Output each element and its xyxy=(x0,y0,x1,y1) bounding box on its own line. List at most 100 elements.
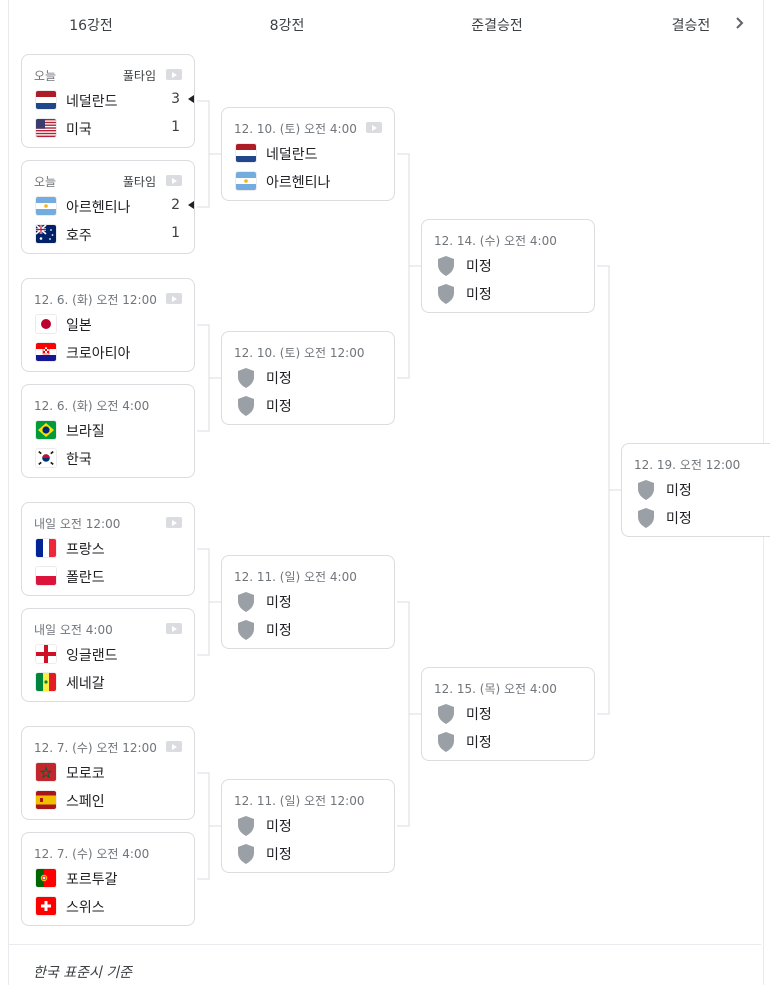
team-name: 미국 xyxy=(66,122,92,138)
shield-icon xyxy=(236,619,256,641)
team-name: 네덜란드 xyxy=(266,147,318,163)
team-row: 모로코 xyxy=(34,761,182,783)
video-icon[interactable] xyxy=(166,175,182,186)
match-header: 12. 19. 오전 12:00 xyxy=(634,456,770,472)
match-header: 12. 11. (일) 오전 12:00 xyxy=(234,792,382,808)
flag-au-icon xyxy=(36,225,56,243)
team-row: 미정 xyxy=(234,814,382,836)
team-name: 크로아티아 xyxy=(66,346,131,362)
team-row: 미정 xyxy=(434,254,582,276)
team-name: 미정 xyxy=(666,511,692,527)
team-name: 미정 xyxy=(266,623,292,639)
flag-fr-icon xyxy=(36,539,56,557)
video-icon[interactable] xyxy=(166,69,182,80)
match-time: 12. 6. (화) 오전 12:00 xyxy=(34,293,157,307)
match-status: 풀타임 xyxy=(122,175,156,189)
team-name: 미정 xyxy=(466,287,492,303)
footer-divider xyxy=(9,944,761,945)
shield-icon xyxy=(236,367,256,389)
match-time: 오늘 xyxy=(34,69,57,83)
team-name: 미정 xyxy=(266,595,292,611)
timezone-footnote: 한국 표준시 기준 xyxy=(33,965,133,981)
team-row: 미정 xyxy=(234,366,382,388)
team-row: 스페인 xyxy=(34,789,182,811)
match-time: 12. 15. (목) 오전 4:00 xyxy=(434,682,557,696)
team-row: 아르헨티나 xyxy=(234,170,382,192)
team-name: 스페인 xyxy=(66,794,105,810)
team-name: 미정 xyxy=(266,371,292,387)
shield-icon xyxy=(236,591,256,613)
flag-pt-icon xyxy=(36,869,56,887)
match-time: 12. 7. (수) 오전 4:00 xyxy=(34,847,150,861)
match-header: 12. 14. (수) 오전 4:00 xyxy=(434,232,582,248)
round-header-qf: 8강전 xyxy=(269,18,305,34)
winner-arrow-icon xyxy=(188,95,194,103)
next-rounds-button[interactable] xyxy=(726,10,752,36)
team-score: 1 xyxy=(171,225,180,241)
team-name: 스위스 xyxy=(66,900,105,916)
team-name: 아르헨티나 xyxy=(66,200,131,216)
video-icon[interactable] xyxy=(366,122,382,133)
team-row: 프랑스 xyxy=(34,537,182,559)
match-header: 12. 7. (수) 오전 12:00 xyxy=(34,739,182,755)
match-header: 12. 10. (토) 오전 4:00 xyxy=(234,120,382,136)
team-name: 일본 xyxy=(66,318,92,334)
match-time: 12. 19. 오전 12:00 xyxy=(634,458,741,472)
video-icon[interactable] xyxy=(166,741,182,752)
team-row: 미정 xyxy=(434,282,582,304)
shield-icon xyxy=(236,395,256,417)
team-name: 프랑스 xyxy=(66,542,105,558)
flag-br-icon xyxy=(36,421,56,439)
shield-icon xyxy=(236,815,256,837)
video-icon[interactable] xyxy=(166,623,182,634)
team-row: 미정 xyxy=(434,702,582,724)
match-header: 12. 6. (화) 오전 4:00 xyxy=(34,397,182,413)
video-icon[interactable] xyxy=(166,293,182,304)
match-status: 풀타임 xyxy=(122,69,156,83)
flag-nl-icon xyxy=(36,91,56,109)
team-name: 미정 xyxy=(666,483,692,499)
team-name: 미정 xyxy=(466,707,492,723)
match-time: 12. 11. (일) 오전 4:00 xyxy=(234,570,357,584)
match-time: 내일 오전 4:00 xyxy=(34,623,113,637)
match-time: 12. 10. (토) 오전 4:00 xyxy=(234,122,357,136)
video-icon[interactable] xyxy=(166,517,182,528)
match-header: 오늘 풀타임 xyxy=(34,173,182,189)
team-row: 일본 xyxy=(34,313,182,335)
shield-icon xyxy=(436,255,456,277)
match-header: 12. 15. (목) 오전 4:00 xyxy=(434,680,582,696)
match-header: 내일 오전 4:00 xyxy=(34,621,182,637)
team-name: 폴란드 xyxy=(66,570,105,586)
match-time: 12. 11. (일) 오전 12:00 xyxy=(234,794,365,808)
team-name: 포르투갈 xyxy=(66,872,118,888)
shield-icon xyxy=(636,479,656,501)
match-time: 오늘 xyxy=(34,175,57,189)
winner-arrow-icon xyxy=(188,201,194,209)
match-header: 12. 7. (수) 오전 4:00 xyxy=(34,845,182,861)
team-score: 1 xyxy=(171,119,180,135)
team-row: 미정 xyxy=(234,842,382,864)
chevron-right-icon xyxy=(736,17,744,29)
team-name: 미정 xyxy=(466,735,492,751)
flag-es-icon xyxy=(36,791,56,809)
match-time: 12. 10. (토) 오전 12:00 xyxy=(234,346,365,360)
team-name: 미정 xyxy=(466,259,492,275)
team-row: 미국 1 xyxy=(34,117,182,139)
